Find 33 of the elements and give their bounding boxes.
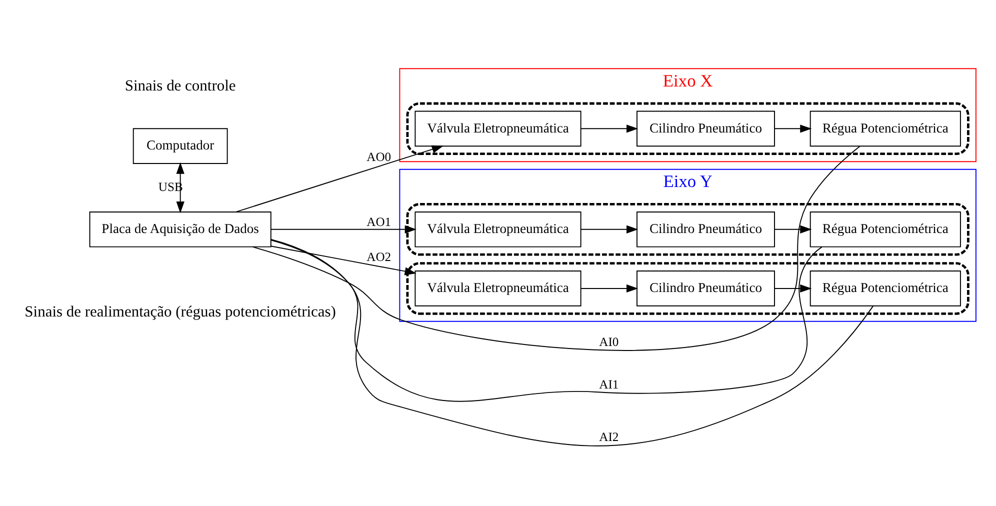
node-box: Válvula Eletropneumática (414, 210, 582, 247)
cluster (406, 202, 970, 256)
arrow (270, 245, 416, 275)
node-box: Cilindro Pneumático (636, 210, 775, 247)
connector (270, 238, 874, 446)
arrow (236, 144, 444, 212)
arrow (580, 224, 638, 233)
connector (252, 145, 860, 350)
arrow (774, 284, 812, 292)
cluster (406, 262, 970, 314)
edge-label: AI0 (599, 334, 619, 348)
arrow (176, 162, 184, 213)
arrow (580, 284, 638, 292)
node-box: Computador (132, 128, 228, 164)
node-box: Válvula Eletropneumática (414, 110, 582, 146)
node-box: Régua Potenciométrica (810, 110, 961, 146)
node-box: Válvula Eletropneumática (414, 270, 582, 306)
arrow (774, 224, 812, 233)
edge-label: AI1 (599, 377, 619, 392)
label: Sinais de controle (124, 77, 236, 94)
node-box: Régua Potenciométrica (810, 270, 961, 306)
edge-label: AO0 (366, 150, 392, 164)
arrow (580, 124, 638, 132)
arrow (270, 224, 416, 233)
node-box: Cilindro Pneumático (636, 270, 775, 306)
node-box: Placa de Aquisição de Dados (89, 210, 272, 247)
node-box: Cilindro Pneumático (636, 110, 775, 146)
arrow (774, 124, 812, 132)
edge-label: AO1 (366, 214, 392, 228)
label: Sinais de realimentação (réguas potenciométricas) (24, 302, 336, 320)
edge-label: AI2 (599, 429, 619, 444)
edge-label: AO2 (366, 249, 392, 264)
node-box: Régua Potenciométrica (810, 210, 961, 247)
